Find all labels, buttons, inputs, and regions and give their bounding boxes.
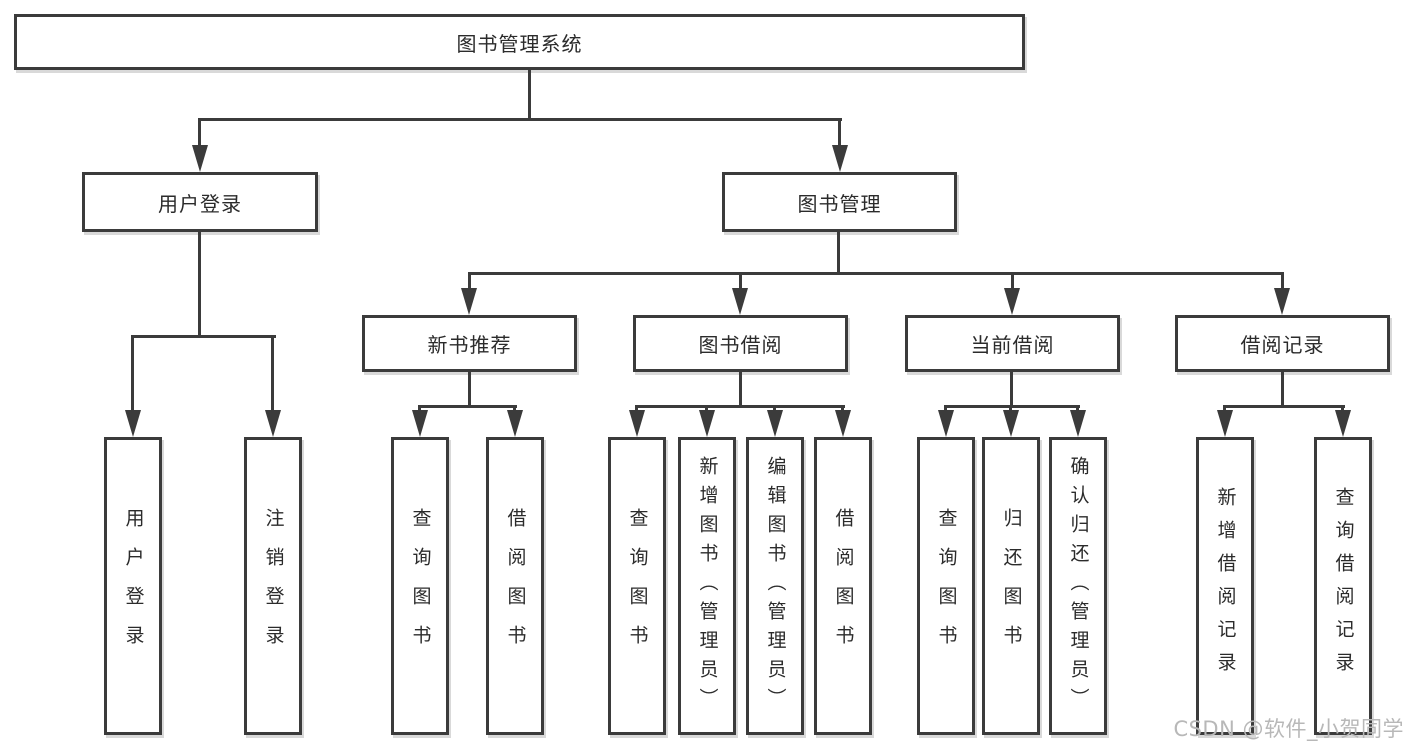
leaf-label: 注销登录 bbox=[262, 508, 285, 664]
arrowhead bbox=[125, 410, 141, 437]
arrowhead bbox=[1274, 288, 1290, 315]
arrowhead bbox=[461, 288, 477, 315]
leaf-label: 用户登录 bbox=[122, 508, 145, 664]
arrowhead bbox=[732, 288, 748, 315]
arrowhead bbox=[938, 410, 954, 437]
connector-line bbox=[1010, 372, 1013, 408]
connector-line bbox=[468, 272, 471, 294]
arrowhead bbox=[835, 410, 851, 437]
connector-line bbox=[528, 70, 531, 120]
leaf-query-books-borrowing: 查询图书 bbox=[608, 437, 666, 735]
connector-line bbox=[739, 372, 742, 408]
leaf-label: 新增借阅记录 bbox=[1214, 487, 1237, 685]
arrowhead bbox=[629, 410, 645, 437]
node-label: 新书推荐 bbox=[427, 333, 512, 357]
connector-line bbox=[635, 405, 845, 408]
node-borrowing-records: 借阅记录 bbox=[1175, 315, 1390, 372]
node-label: 图书管理 bbox=[797, 191, 882, 216]
leaf-label: 查询借阅记录 bbox=[1332, 487, 1355, 685]
connector-line bbox=[131, 335, 134, 415]
leaf-label: 借阅图书 bbox=[504, 508, 527, 664]
connector-line bbox=[131, 335, 276, 338]
connector-line bbox=[198, 118, 201, 152]
connector-line bbox=[418, 405, 517, 408]
leaf-label: 归还图书 bbox=[1000, 508, 1023, 664]
connector-line bbox=[739, 272, 742, 294]
leaf-logout: 注销登录 bbox=[244, 437, 302, 735]
arrowhead bbox=[1217, 410, 1233, 437]
connector-line bbox=[271, 335, 274, 415]
leaf-confirm-return-admin: 确认归还（管理员） bbox=[1049, 437, 1107, 735]
arrowhead bbox=[1004, 288, 1020, 315]
node-new-book-recommendation: 新书推荐 bbox=[362, 315, 577, 372]
leaf-return-books: 归还图书 bbox=[982, 437, 1040, 735]
arrowhead bbox=[507, 410, 523, 437]
node-user-login: 用户登录 bbox=[82, 172, 318, 232]
node-label: 当前借阅 bbox=[970, 333, 1055, 357]
node-book-management: 图书管理 bbox=[722, 172, 957, 232]
connector-line bbox=[1223, 405, 1345, 408]
node-label: 用户登录 bbox=[158, 191, 242, 216]
arrowhead bbox=[1335, 410, 1351, 437]
connector-line bbox=[1011, 272, 1014, 294]
arrowhead bbox=[832, 145, 848, 172]
arrowhead bbox=[767, 410, 783, 437]
connector-line bbox=[837, 232, 840, 275]
leaf-query-borrow-record: 查询借阅记录 bbox=[1314, 437, 1372, 735]
leaf-label: 查询图书 bbox=[935, 508, 958, 664]
connector-line bbox=[838, 118, 841, 152]
leaf-add-book-admin: 新增图书（管理员） bbox=[678, 437, 736, 735]
arrowhead bbox=[192, 145, 208, 172]
node-book-borrowing: 图书借阅 bbox=[633, 315, 848, 372]
leaf-borrow-books-recommend: 借阅图书 bbox=[486, 437, 544, 735]
node-current-borrowing: 当前借阅 bbox=[905, 315, 1120, 372]
leaf-label: 借阅图书 bbox=[832, 508, 855, 664]
connector-line bbox=[1281, 372, 1284, 408]
arrowhead bbox=[412, 410, 428, 437]
leaf-label: 新增图书（管理员） bbox=[696, 455, 719, 717]
leaf-add-borrow-record: 新增借阅记录 bbox=[1196, 437, 1254, 735]
arrowhead bbox=[699, 410, 715, 437]
arrowhead bbox=[265, 410, 281, 437]
arrowhead bbox=[1003, 410, 1019, 437]
leaf-query-books-current: 查询图书 bbox=[917, 437, 975, 735]
node-label: 图书管理系统 bbox=[456, 31, 583, 56]
leaf-label: 查询图书 bbox=[409, 508, 432, 664]
csdn-watermark: CSDN @软件_小贺同学 bbox=[1173, 717, 1404, 741]
leaf-user-login: 用户登录 bbox=[104, 437, 162, 735]
node-label: 图书借阅 bbox=[698, 333, 783, 357]
connector-line bbox=[198, 232, 201, 338]
connector-line bbox=[944, 405, 1080, 408]
connector-line bbox=[198, 118, 842, 121]
node-label: 借阅记录 bbox=[1240, 333, 1325, 357]
connector-line bbox=[468, 372, 471, 408]
arrowhead bbox=[1070, 410, 1086, 437]
leaf-borrow-books: 借阅图书 bbox=[814, 437, 872, 735]
connector-line bbox=[468, 272, 1284, 275]
leaf-query-books-recommend: 查询图书 bbox=[391, 437, 449, 735]
leaf-label: 编辑图书（管理员） bbox=[764, 455, 787, 717]
connector-line bbox=[1281, 272, 1284, 294]
leaf-edit-book-admin: 编辑图书（管理员） bbox=[746, 437, 804, 735]
leaf-label: 确认归还（管理员） bbox=[1067, 455, 1090, 717]
leaf-label: 查询图书 bbox=[626, 508, 649, 664]
node-library-management-system: 图书管理系统 bbox=[14, 14, 1025, 70]
